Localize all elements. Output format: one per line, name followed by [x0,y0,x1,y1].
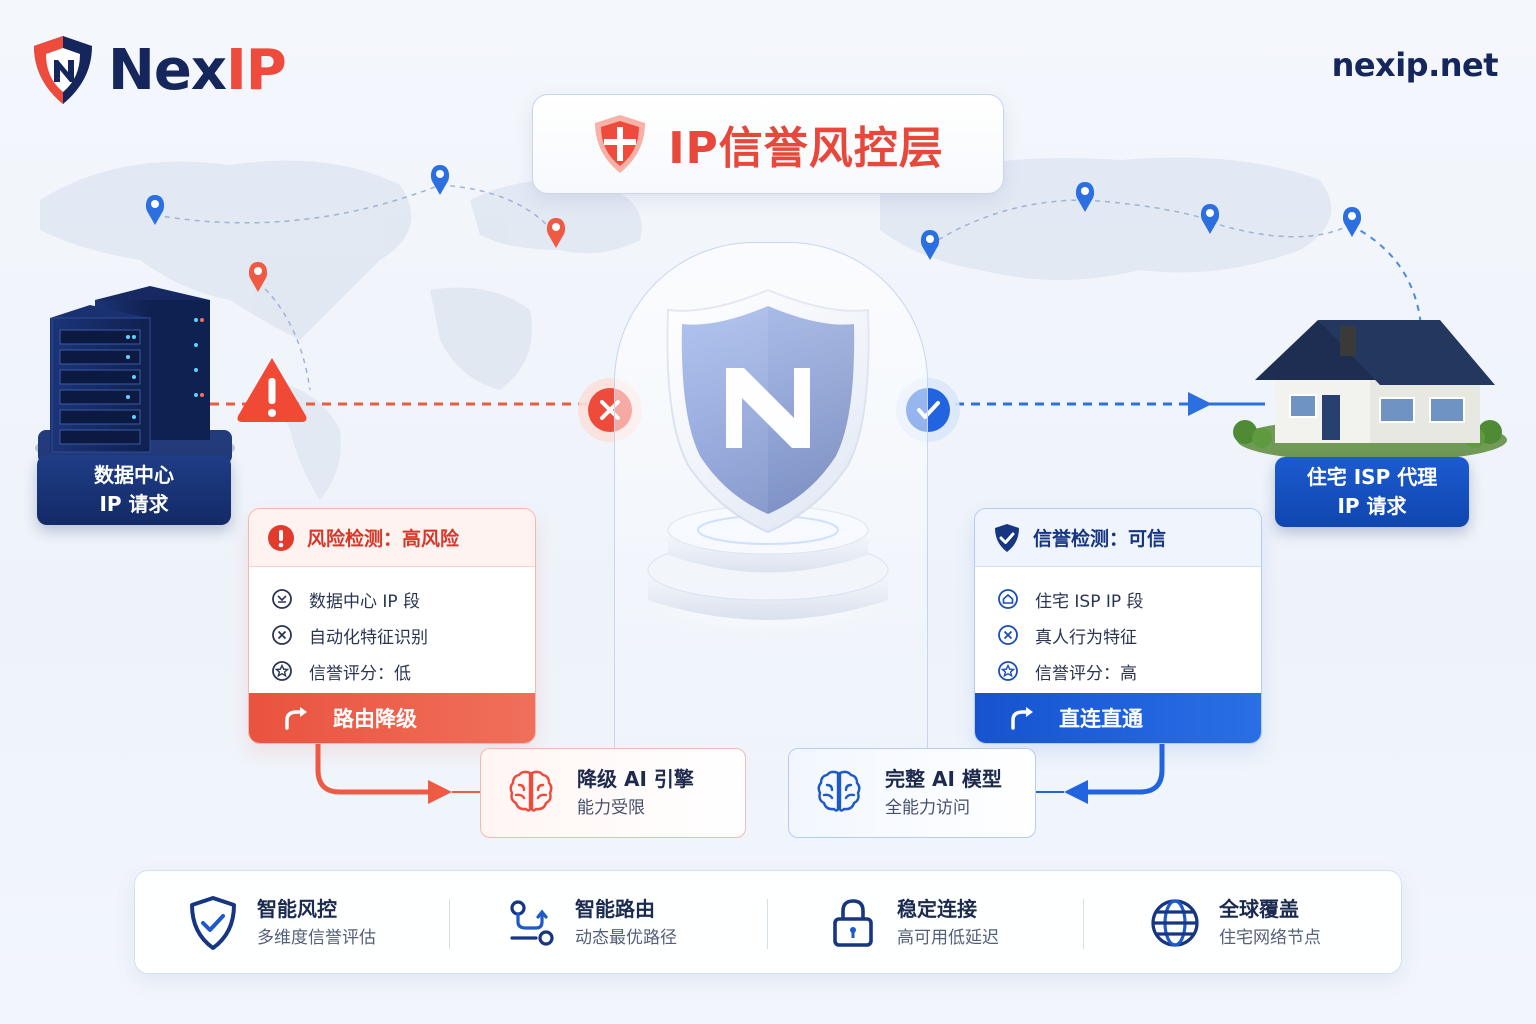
pin-icon [1075,182,1095,212]
star-badge-icon [997,660,1019,682]
route-icon [503,895,559,951]
home-location-icon [997,588,1019,610]
degrade-arrow [315,742,430,795]
downgrade-route-button[interactable]: 路由降级 [249,693,535,743]
pin-icon [430,165,450,195]
full-ai-model: 完整 AI 模型 全能力访问 [788,748,1036,838]
list-item: 真人行为特征 [997,617,1261,653]
degraded-ai-engine: 降级 AI 引擎 能力受限 [480,748,746,838]
risk-panel: 风险检测：高风险 数据中心 IP 段 自动化特征识别 信誉评分：低 路由降级 [248,508,536,744]
network-arcs [154,184,1351,391]
brand-logo: NexIP [30,34,330,106]
divider [1083,899,1084,949]
trust-panel: 信誉检测：可信 住宅 ISP IP 段 真人行为特征 信誉评分：高 直连直通 [974,508,1262,744]
list-item: 数据中心 IP 段 [271,581,535,617]
house-icon [1233,320,1507,462]
feature-bar: 智能风控 多维度信誉评估 智能路由 动态最优路径 稳定连接 高可用低延迟 全球覆… [134,870,1402,974]
pin-icon [248,262,268,292]
brain-icon [505,765,557,821]
lock-icon [825,895,881,951]
server-rack-icon [35,286,235,466]
arrow-right-icon [1188,392,1212,416]
star-badge-icon [271,660,293,682]
pin-icon [1342,207,1362,237]
list-item: 信誉评分：高 [997,653,1261,689]
datacenter-request-label: 数据中心 IP 请求 [37,455,231,525]
pin-icon [1200,204,1220,234]
shield-check-icon [993,523,1021,553]
shield-icon [595,115,646,173]
trust-panel-header: 信誉检测：可信 [975,509,1261,567]
globe-icon [1147,895,1203,951]
divider [449,899,450,949]
direct-arrow [1086,742,1165,795]
risk-panel-header: 风险检测：高风险 [249,509,535,567]
arrow-left-icon [1064,780,1088,804]
datacenter-icon [271,588,293,610]
feature-smart-routing: 智能路由 动态最优路径 [503,871,677,975]
brain-icon [813,765,865,821]
list-item: 住宅 ISP IP 段 [997,581,1261,617]
feature-stable-connection: 稳定连接 高可用低延迟 [825,871,999,975]
bot-icon [271,624,293,646]
arrow-right-icon [428,780,452,804]
direct-route-button[interactable]: 直连直通 [975,693,1261,743]
feature-global-coverage: 全球覆盖 住宅网络节点 [1147,871,1321,975]
pin-icon [920,230,940,260]
pin-icon [145,195,165,225]
shield-check-icon [185,895,241,951]
list-item: 信誉评分：低 [271,653,535,689]
alert-icon [267,524,295,552]
feature-smart-risk: 智能风控 多维度信誉评估 [185,871,376,975]
page-title: IP信誉风控层 [668,123,944,174]
logo-shield-icon [34,36,92,104]
residential-request-label: 住宅 ISP 代理 IP 请求 [1275,457,1469,527]
reputation-gate [614,242,928,802]
human-icon [997,624,1019,646]
brand-domain: nexip.net [1331,46,1499,84]
route-arrow-icon [1009,706,1037,730]
brand-name: NexIP [108,37,287,103]
map-pins [145,165,1362,292]
title-box: IP信誉风控层 [532,94,1004,194]
divider [767,899,768,949]
warning-icon [237,358,307,422]
route-arrow-icon [283,706,311,730]
pin-icon [546,218,566,248]
list-item: 自动化特征识别 [271,617,535,653]
